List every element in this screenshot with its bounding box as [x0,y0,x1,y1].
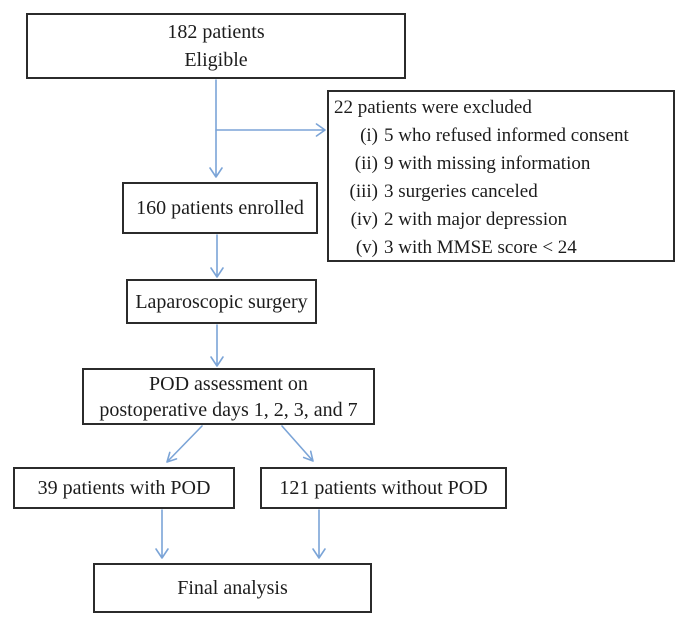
box-excluded: 22 patients were excluded (i) 5 who refus… [327,90,675,262]
arrow-enrolled-to-surgery [210,234,224,278]
arrow-surgery-to-assessment [210,324,224,367]
eligible-line-count: 182 patients [167,21,265,43]
assessment-line-1: POD assessment on [149,372,308,395]
arrow-assessment-to-with-pod [166,425,203,463]
arrow-with-pod-to-final [155,509,169,559]
arrow-assessment-to-without-pod [281,425,314,462]
excluded-item: (ii) 9 with missing information [334,150,668,178]
box-assessment: POD assessment on postoperative days 1, … [82,368,375,425]
arrow-eligible-to-enrolled [209,79,223,178]
excluded-item-text: 2 with major depression [384,209,568,230]
excluded-item-marker: (i) [360,125,378,146]
excluded-item-marker: (ii) [354,153,378,174]
eligible-line-label: Eligible [184,49,248,71]
surgery-label: Laparoscopic surgery [135,290,308,313]
excluded-item-marker: (iii) [349,181,379,202]
without-pod-label: 121 patients without POD [279,477,488,499]
excluded-item-text: 3 surgeries canceled [384,181,538,202]
excluded-item: (iii)3 surgeries canceled [334,178,668,206]
excluded-item: (v) 3 with MMSE score < 24 [334,234,668,262]
box-final: Final analysis [93,563,372,613]
arrow-eligible-to-excluded [215,123,326,137]
with-pod-label: 39 patients with POD [37,477,211,499]
box-without-pod: 121 patients without POD [260,467,507,509]
box-surgery: Laparoscopic surgery [126,279,317,324]
box-enrolled: 160 patients enrolled [122,182,318,234]
excluded-item-text: 3 with MMSE score < 24 [384,237,577,258]
box-eligible: 182 patients Eligible [26,13,406,79]
excluded-title: 22 patients were excluded [334,97,532,118]
assessment-line-2: postoperative days 1, 2, 3, and 7 [99,398,358,421]
enrolled-label: 160 patients enrolled [136,197,304,219]
excluded-item-text: 9 with missing information [384,153,591,174]
final-label: Final analysis [177,577,288,599]
excluded-item: (i) 5 who refused informed consent [334,122,668,150]
excluded-item-marker: (v) [355,237,378,258]
box-with-pod: 39 patients with POD [13,467,235,509]
excluded-item-text: 5 who refused informed consent [384,125,629,146]
excluded-item: (iv) 2 with major depression [334,206,668,234]
excluded-item-marker: (iv) [350,209,378,230]
arrow-without-pod-to-final [312,509,326,559]
